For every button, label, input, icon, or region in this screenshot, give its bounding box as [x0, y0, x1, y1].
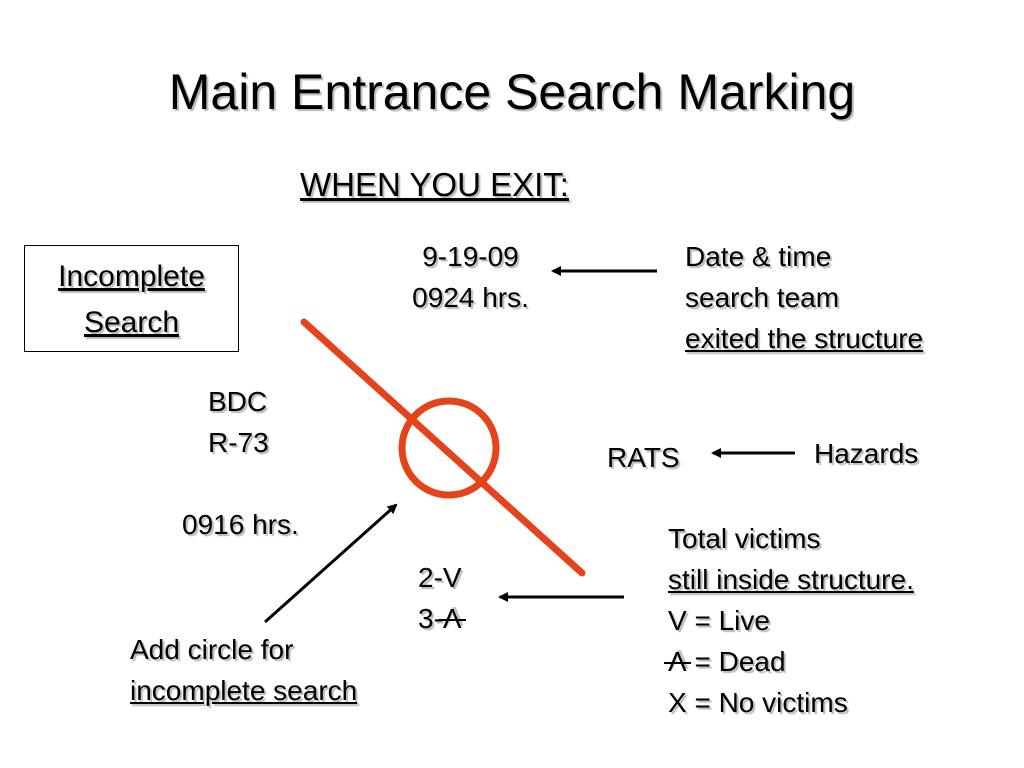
section-subtitle: WHEN YOU EXIT: [300, 166, 569, 203]
circle-note-line2: incomplete search [130, 675, 358, 706]
incomplete-box-line1: Incomplete [58, 260, 205, 293]
exit-time: 0924 hrs. [412, 282, 529, 313]
date-note-line3: exited the structure [685, 323, 924, 354]
team-id: BDC R-73 [208, 381, 269, 463]
date-note-line1: Date & time [685, 241, 832, 272]
team-line2: R-73 [208, 427, 269, 458]
live-legend: V = Live [668, 605, 770, 636]
incomplete-box-line2: Search [83, 306, 180, 339]
team-line1: BDC [208, 386, 268, 417]
victims-count: 2-V 3-V [418, 557, 466, 639]
incomplete-search-box: Incomplete Search [24, 245, 239, 352]
dead-legend: V = Dead [664, 641, 914, 682]
hazards-label: Hazards [814, 438, 919, 469]
exit-date: 9-19-09 [422, 241, 519, 272]
circle-note-line1: Add circle for [130, 634, 294, 665]
entry-time: 0916 hrs. [182, 509, 299, 540]
hazards-value: RATS [607, 442, 680, 473]
date-note-line2: search team [685, 282, 840, 313]
page-title: Main Entrance Search Marking [168, 64, 856, 120]
incomplete-search-circle [398, 397, 500, 499]
circle-note-arrow [264, 503, 398, 624]
circle-note: Add circle for incomplete search [130, 629, 357, 711]
dead-victim-symbol: V [438, 598, 466, 639]
victims-note-line2: still inside structure. [668, 564, 914, 595]
victims-live: 2-V [418, 562, 462, 593]
victims-dead: 3-V [418, 598, 466, 639]
none-legend: X = No victims [668, 687, 848, 718]
exit-date-time: 9-19-09 0924 hrs. [398, 236, 543, 318]
date-time-note: Date & time search team exited the struc… [685, 236, 923, 359]
victims-note-line1: Total victims [668, 523, 821, 554]
victims-note: Total victims still inside structure. V … [664, 518, 914, 723]
search-slash-line [300, 318, 586, 577]
dead-legend-symbol: V [664, 641, 691, 682]
